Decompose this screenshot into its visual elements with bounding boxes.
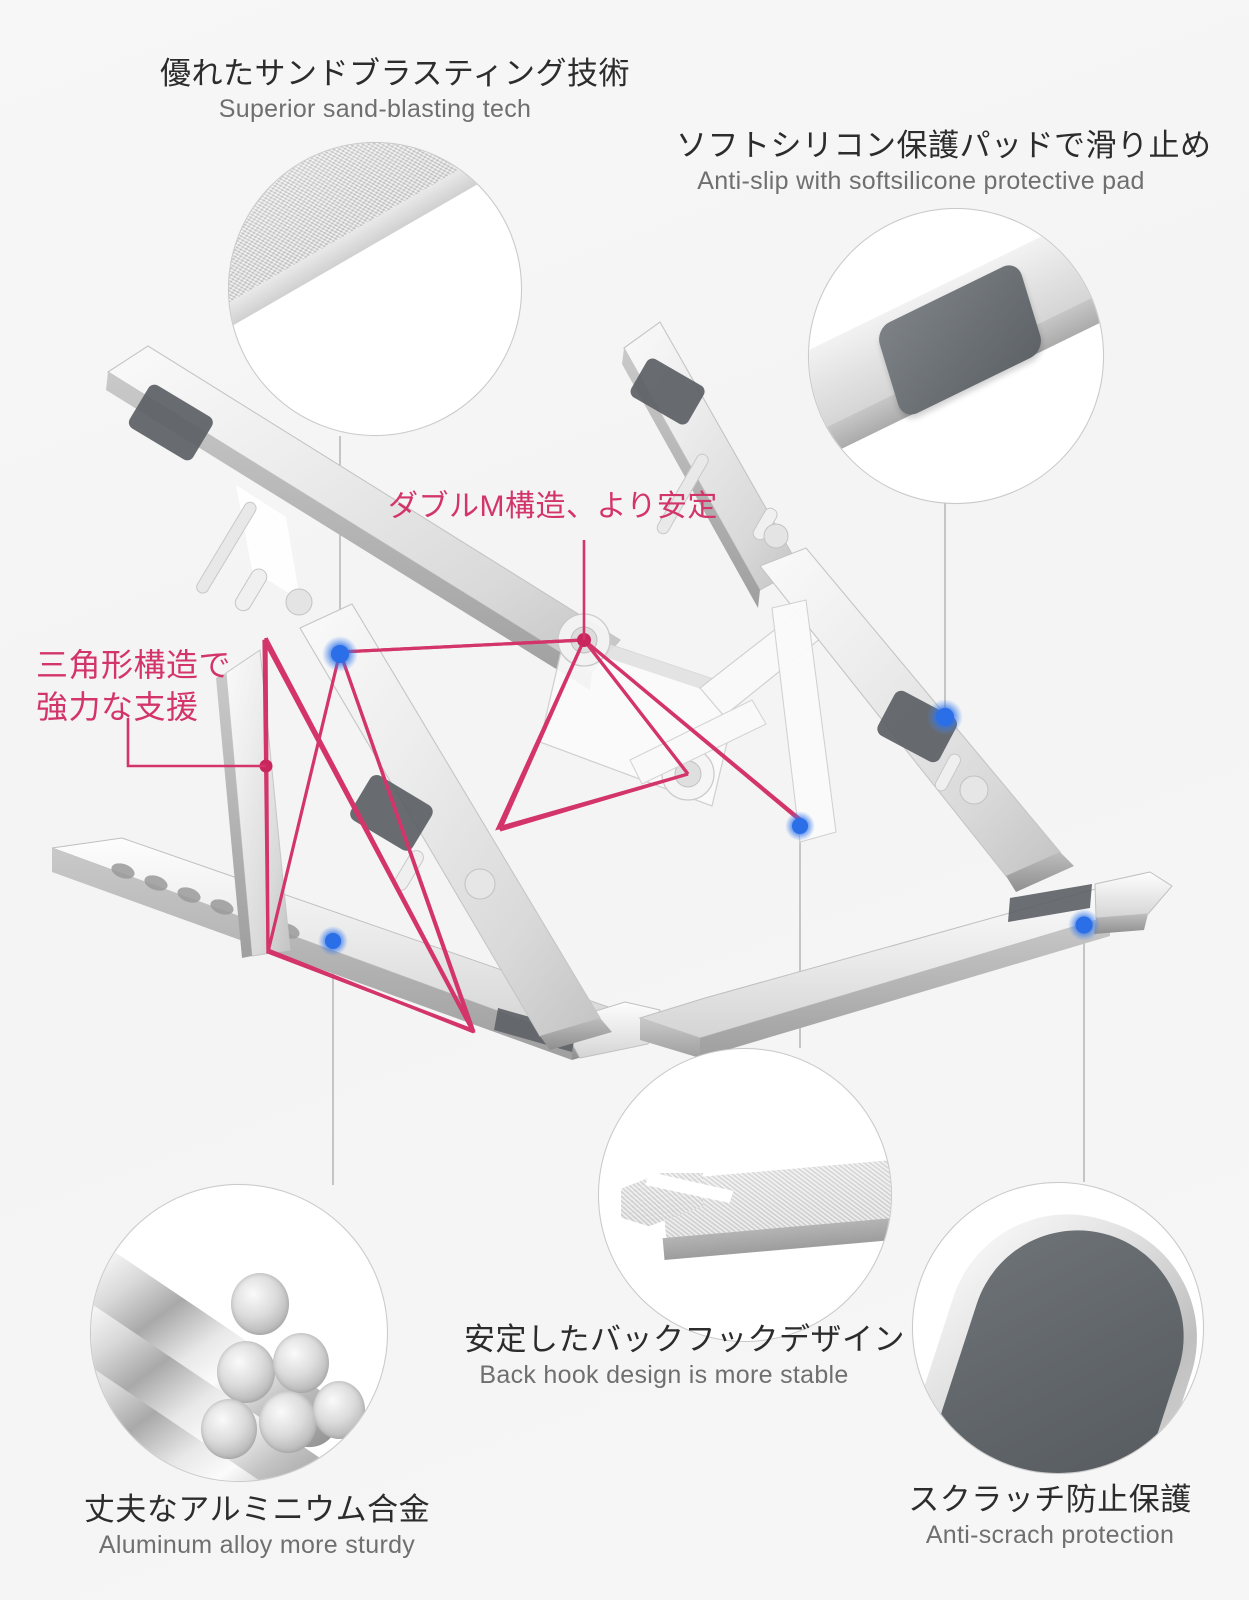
adjust-slot-right — [656, 453, 709, 535]
callout-jp-anti-scratch: スクラッチ防止保護 — [908, 1482, 1192, 1517]
pivot-button-right-lower — [959, 775, 989, 805]
magnifier-anti-scratch — [912, 1182, 1204, 1474]
callout-en-sand-blasting: Superior sand-blasting tech — [218, 94, 532, 123]
left-lower-strut — [216, 649, 291, 958]
pink-vertical-left — [264, 637, 270, 951]
right-panel-silicone-pad — [877, 690, 957, 763]
callout-label-anti-scratch: スクラッチ防止保護 Anti-scrach protection — [890, 1482, 1210, 1549]
magnifier-anti-slip-pad — [808, 208, 1104, 504]
callout-jp-triangle-line2: 強力な支援 — [36, 688, 199, 725]
callout-en-aluminium: Aluminum alloy more sturdy — [98, 1530, 416, 1559]
pink-m1-up — [339, 638, 585, 654]
callout-label-sand-blasting: 優れたサンドブラスティング技術 Superior sand-blasting t… — [160, 56, 631, 123]
callout-jp-back-hook: 安定したバックフックデザイン — [464, 1322, 905, 1357]
callout-en-anti-scratch: Anti-scrach protection — [925, 1520, 1175, 1549]
pink-m2-up — [499, 772, 689, 832]
magnifier-sand-blasting — [228, 142, 522, 436]
pink-lines — [264, 637, 808, 1034]
pink-leader-triangle — [126, 718, 266, 768]
callout-jp-triangle-line1: 三角形構造で — [36, 647, 232, 683]
pivot-button-right — [763, 523, 789, 549]
callout-label-triangle-support: 三角形構造で 強力な支援 — [36, 645, 276, 728]
callout-label-double-m: ダブルM構造、より安定 — [388, 490, 718, 525]
callout-jp-anti-slip: ソフトシリコン保護パッドで滑り止め — [676, 128, 1212, 163]
callout-jp-double-m: ダブルM構造、より安定 — [388, 490, 718, 523]
pink-leader-lines — [126, 540, 586, 768]
left-arm-silicone-pad — [128, 384, 213, 461]
left-main-panel — [299, 603, 612, 1050]
left-upper-arm — [106, 345, 621, 690]
callout-jp-sand-blasting: 優れたサンドブラスティング技術 — [160, 56, 631, 91]
adjust-slot-left — [196, 501, 257, 594]
pivot-button-left-lower — [464, 868, 496, 900]
magnifier-aluminium-alloy — [90, 1184, 388, 1482]
right-main-panel — [759, 547, 1074, 892]
callout-en-back-hook: Back hook design is more stable — [479, 1360, 849, 1389]
right-lower-strut — [771, 599, 837, 843]
magnifier-back-hook — [598, 1048, 892, 1342]
pink-m2-diag — [582, 639, 690, 775]
callout-label-back-hook: 安定したバックフックデザイン Back hook design is more … — [464, 1322, 905, 1389]
callout-jp-aluminium: 丈夫なアルミニウム合金 — [83, 1492, 431, 1527]
left-panel-silicone-pad — [350, 774, 433, 851]
callout-label-anti-slip: ソフトシリコン保護パッドで滑り止め Anti-slip with softsil… — [676, 128, 1212, 195]
pivot-button-left — [285, 588, 313, 616]
center-m-linkage — [539, 609, 827, 807]
pink-base-left — [267, 948, 475, 1034]
callout-label-aluminium: 丈夫なアルミニウム合金 Aluminum alloy more sturdy — [62, 1492, 452, 1559]
right-upper-arm — [622, 321, 801, 608]
right-foot-silicone-pad — [1008, 884, 1092, 922]
blue-anchor-dots — [318, 636, 1100, 956]
pink-hyp-left-inner — [338, 651, 476, 1033]
callout-en-anti-slip: Anti-slip with softsilicone protective p… — [697, 166, 1145, 195]
pink-m3 — [582, 638, 808, 826]
pink-m1-down — [498, 639, 586, 831]
right-arm-silicone-pad — [630, 358, 705, 425]
right-base-bar — [638, 871, 1173, 1058]
pink-hyp-left — [264, 637, 476, 1033]
